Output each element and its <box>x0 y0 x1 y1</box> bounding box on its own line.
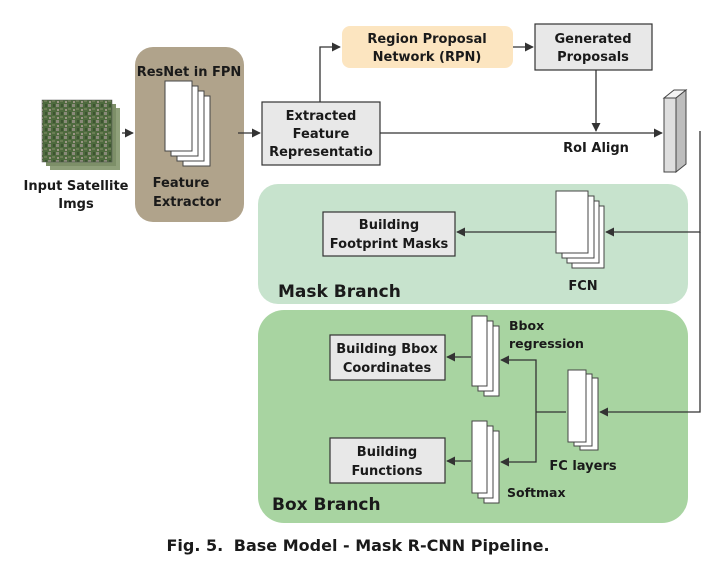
satellite-image-stack <box>41 99 120 170</box>
softmax-layer-stack <box>471 420 500 504</box>
connectors <box>122 42 701 467</box>
roi-align-block <box>662 88 688 174</box>
proposals-label-line1: Generated <box>554 32 631 47</box>
arrow-extracted-to-rpn <box>319 42 341 102</box>
bbox-regression-label-line1: Bbox <box>509 318 544 333</box>
proposals-label-line2: Proposals <box>557 50 629 65</box>
backbone-title: ResNet in FPN <box>137 65 242 80</box>
extracted-feature-box <box>261 101 381 166</box>
backbone-label-line1: Feature <box>153 176 210 191</box>
bbox-coords-label-line1: Building Bbox <box>336 342 438 357</box>
functions-label-line2: Functions <box>351 464 422 479</box>
caption-text: Base Model - Mask R-CNN Pipeline. <box>234 536 550 555</box>
extracted-label-line2: Feature <box>293 127 350 142</box>
footprint-label-line2: Footprint Masks <box>330 237 449 252</box>
bbox-regression-label-line2: regression <box>509 336 584 351</box>
rpn-label-line1: Region Proposal <box>367 32 486 47</box>
fc-layers-label: FC layers <box>549 459 616 474</box>
rpn-box <box>342 26 513 68</box>
bbox-coordinates-box <box>329 334 446 381</box>
fc-layers-stack <box>567 369 599 451</box>
building-functions-box <box>329 437 446 484</box>
footprint-label-line1: Building <box>359 218 419 233</box>
input-label-line2: Imgs <box>58 197 94 212</box>
arrow-split-to-softmax <box>500 412 537 467</box>
bbox-regression-layer-stack <box>471 315 500 397</box>
backbone-layer-stack <box>164 80 211 167</box>
rpn-label-line2: Network (RPN) <box>373 50 482 65</box>
figure-caption: Fig. 5. Base Model - Mask R-CNN Pipeline… <box>166 536 549 555</box>
roi-align-label: RoI Align <box>563 141 629 156</box>
arrow-split-to-bbox-regression <box>500 355 537 412</box>
backbone-label-line2: Extractor <box>153 195 222 210</box>
extracted-label-line1: Extracted <box>286 109 357 124</box>
arrow-roi-to-fc <box>599 232 701 417</box>
bbox-coords-label-line2: Coordinates <box>343 361 432 376</box>
fcn-label: FCN <box>568 279 597 294</box>
functions-label-line1: Building <box>357 445 417 460</box>
figure-number: Fig. 5. <box>166 536 223 555</box>
box-branch-title: Box Branch <box>272 495 381 515</box>
input-label-line1: Input Satellite <box>24 179 129 194</box>
generated-proposals-box <box>534 23 653 71</box>
footprint-masks-box <box>322 211 456 257</box>
softmax-label: Softmax <box>507 485 566 500</box>
extracted-label-line3: Representatio <box>269 145 373 160</box>
fcn-layer-stack <box>555 190 605 269</box>
mask-branch-title: Mask Branch <box>278 282 401 302</box>
